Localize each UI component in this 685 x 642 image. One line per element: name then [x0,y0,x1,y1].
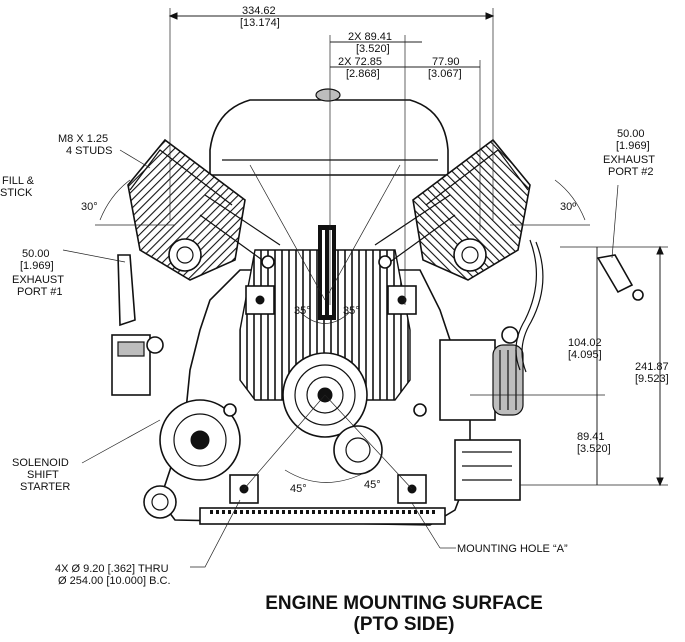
solenoid-label-1: SOLENOID [12,457,69,469]
overall-width-in: [13.174] [240,17,280,29]
exhaust1-dim-mm: 50.00 [22,248,50,260]
engine-body [111,88,644,526]
offset-c-mm: 77.90 [432,56,460,68]
exhaust1-label-1: EXHAUST [12,274,64,286]
title-line-2: (PTO SIDE) [354,614,455,635]
height-low-mm: 89.41 [577,431,605,443]
exhaust1-label-2: PORT #1 [17,286,62,298]
dimension-lines [62,8,668,568]
exhaust2-dim-in: [1.969] [616,140,650,152]
studs-label-2: 4 STUDS [66,145,112,157]
angle-v-right: 35° [343,305,360,317]
exhaust2-dim-mm: 50.00 [617,128,645,140]
spacing-a-mm: 2X 89.41 [348,31,392,43]
angle-v-left: 35° [294,305,311,317]
spacing-b-in: [2.868] [346,68,380,80]
holes-label-2: Ø 254.00 [10.000] B.C. [58,575,171,587]
spacing-b-mm: 2X 72.85 [338,56,382,68]
height-low-in: [3.520] [577,443,611,455]
title-line-1: ENGINE MOUNTING SURFACE [265,593,543,614]
exhaust2-label-2: PORT #2 [608,166,653,178]
solenoid-label-2: SHIFT [27,469,59,481]
fill-label-1: FILL & [2,175,35,187]
height-mid-mm: 104.02 [568,337,602,349]
overall-width-mm: 334.62 [242,5,276,17]
angle-right-30: 30º [560,201,576,213]
labels: 334.62 [13.174] 2X 89.41 [3.520] 2X 72.8… [0,5,669,635]
angle-bottom-left: 45° [290,483,307,495]
height-total-in: [9.523] [635,373,669,385]
exhaust2-label-1: EXHAUST [603,154,655,166]
angle-left-30: 30° [81,201,98,213]
offset-c-in: [3.067] [428,68,462,80]
exhaust1-dim-in: [1.969] [20,260,54,272]
solenoid-label-3: STARTER [20,481,70,493]
holes-label-1: 4X Ø 9.20 [.362] THRU [55,563,169,575]
studs-label-1: M8 X 1.25 [58,133,108,145]
height-total-mm: 241.87 [635,361,669,373]
angle-bottom-right: 45° [364,479,381,491]
mounting-hole-label: MOUNTING HOLE “A” [457,543,568,555]
spacing-a-in: [3.520] [356,43,390,55]
height-mid-in: [4.095] [568,349,602,361]
fill-label-2: STICK [0,187,33,199]
